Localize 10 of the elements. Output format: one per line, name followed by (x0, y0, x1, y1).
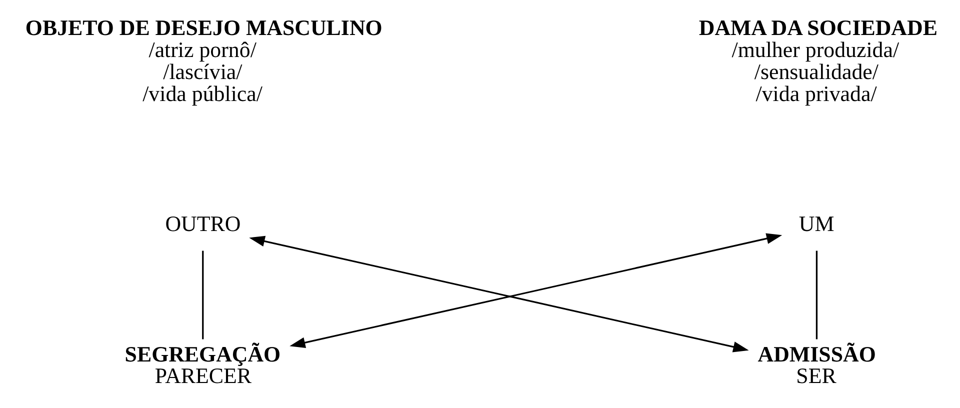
arrow (249, 236, 749, 352)
node-text: UM (798, 211, 834, 236)
connector (816, 250, 818, 340)
connector (202, 250, 204, 340)
arrow (290, 233, 782, 348)
label: /vida pública/ (142, 80, 262, 106)
node-text: SEGREGAÇÃO PARECER (124, 341, 281, 388)
label: /vida privada/ (756, 80, 877, 106)
node-text: OUTRO (165, 211, 241, 236)
node-text: ADMISSÃO SER (758, 341, 876, 388)
